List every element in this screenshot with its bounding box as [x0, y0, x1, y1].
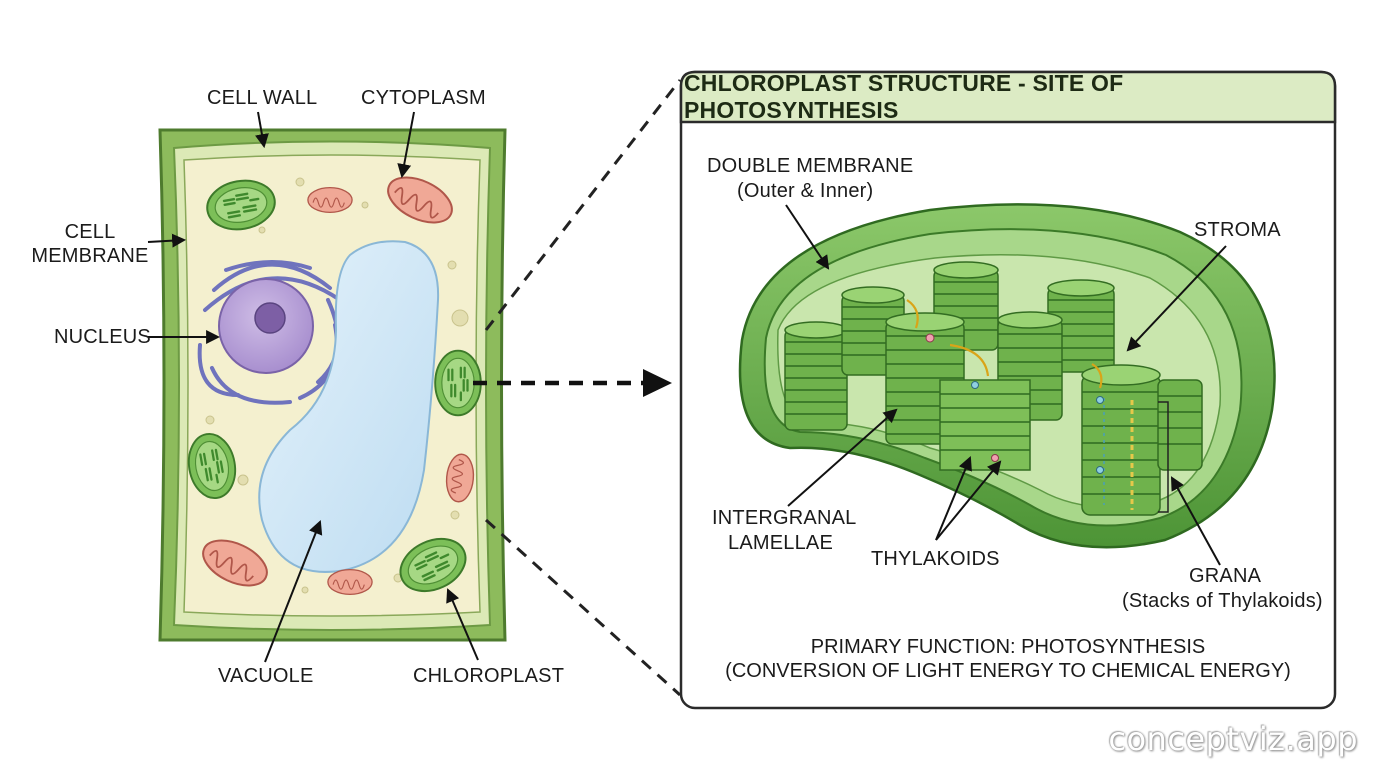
mitochondrion — [327, 569, 373, 595]
label-chloroplast: CHLOROPLAST — [413, 665, 565, 687]
primary-function: PRIMARY FUNCTION: PHOTOSYNTHESIS — [810, 636, 1206, 658]
label-cell-membrane-line1: CELL — [64, 221, 116, 243]
mitochondrion — [307, 186, 353, 214]
label-cell-wall: CELL WALL — [207, 87, 318, 109]
chloroplast-panel — [679, 70, 1337, 710]
label-nucleus: NUCLEUS — [54, 326, 151, 348]
nucleus — [197, 260, 342, 405]
cell-arrows — [147, 111, 479, 663]
panel-title: CHLOROPLAST STRUCTURE - SITE OF PHOTOSYN… — [684, 70, 1124, 123]
label-cytoplasm: CYTOPLASM — [361, 87, 486, 109]
function-description: (CONVERSION OF LIGHT ENERGY TO CHEMICAL … — [725, 660, 1291, 682]
label-lamellae: LAMELLAE — [728, 532, 833, 554]
label-cell-membrane-line2: MEMBRANE — [31, 245, 149, 267]
plant-cell — [158, 128, 507, 642]
label-vacuole: VACUOLE — [218, 665, 314, 687]
label-double-membrane: DOUBLE MEMBRANE — [707, 155, 914, 177]
label-thylakoids: THYLAKOIDS — [871, 548, 1000, 570]
panel-header — [679, 70, 1337, 124]
label-grana: GRANA — [1189, 565, 1262, 587]
zoom-connectors — [473, 79, 682, 697]
label-intergranal: INTERGRANAL — [712, 507, 857, 529]
label-double-membrane-sub: (Outer & Inner) — [737, 180, 874, 202]
label-grana-sub: (Stacks of Thylakoids) — [1122, 590, 1323, 612]
panel-arrows — [785, 204, 1227, 566]
label-stroma: STROMA — [1194, 219, 1281, 241]
grana — [784, 261, 1203, 516]
watermark: conceptviz.app — [1108, 720, 1358, 758]
